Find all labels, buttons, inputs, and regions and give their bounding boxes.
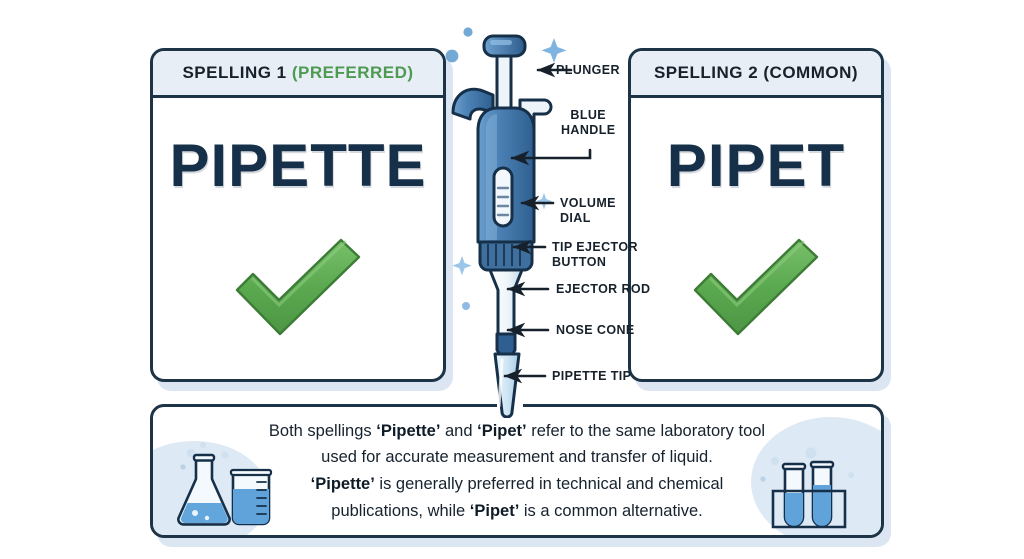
- label-pipette-tip: PIPETTE TIP: [552, 369, 632, 383]
- card-header-spelling-1: SPELLING 1 (PREFERRED): [153, 51, 443, 98]
- micropipette-illustration: [445, 27, 567, 418]
- spelling-word-pipet: PIPET: [666, 132, 846, 199]
- card-body-spelling-1: PIPETTE: [153, 98, 443, 379]
- check-mark-wrap-2: [681, 230, 831, 345]
- check-mark-icon: [693, 238, 819, 336]
- label-tip-ejector-button: TIP EJECTOR BUTTON: [552, 240, 638, 269]
- decor-sparkles: [445, 27, 567, 310]
- caption-line-1: Both spellings ‘Pipette’ and ‘Pipet’ ref…: [268, 421, 766, 440]
- check-mark-wrap-1: [223, 230, 373, 345]
- caption-card: Both spellings ‘Pipette’ and ‘Pipet’ ref…: [150, 404, 884, 538]
- label-plunger: PLUNGER: [556, 63, 620, 77]
- card-header-accent-1: (PREFERRED): [291, 63, 414, 82]
- check-mark-icon: [235, 238, 361, 336]
- card-header-text-2: SPELLING 2 (COMMON): [653, 63, 859, 82]
- label-nose-cone: NOSE CONE: [556, 323, 635, 337]
- caption-line-3: ‘Pipette’ is generally preferred in tech…: [310, 475, 724, 493]
- caption-paragraph: Both spellings ‘Pipette’ and ‘Pipet’ ref…: [269, 418, 765, 525]
- caption-line-2: used for accurate measurement and transf…: [321, 448, 713, 467]
- label-volume-dial: VOLUME DIAL: [560, 196, 616, 225]
- caption-line-4: publications, while ‘Pipet’ is a common …: [331, 501, 703, 520]
- card-body-spelling-2: PIPET: [631, 98, 881, 379]
- label-ejector-rod: EJECTOR ROD: [556, 282, 651, 296]
- caption-inner: Both spellings ‘Pipette’ and ‘Pipet’ ref…: [153, 407, 881, 535]
- card-header-text-1: SPELLING 1 (PREFERRED): [182, 63, 414, 82]
- spelling-card-common: SPELLING 2 (COMMON) PIPET: [628, 48, 884, 382]
- test-tube-rack-icon: [760, 447, 854, 529]
- card-header-spelling-2: SPELLING 2 (COMMON): [631, 51, 881, 98]
- spelling-word-pipette: PIPETTE: [169, 132, 427, 199]
- spelling-card-preferred: SPELLING 1 (PREFERRED) PIPETTE: [150, 48, 446, 382]
- flask-and-beaker-icon: [177, 442, 273, 526]
- label-blue-handle: BLUE HANDLE: [561, 108, 616, 137]
